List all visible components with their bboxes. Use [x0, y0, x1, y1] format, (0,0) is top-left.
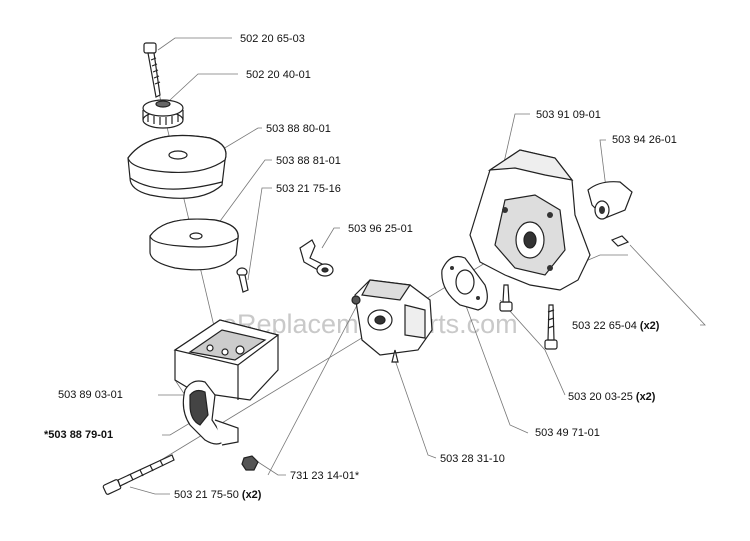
throttle-grip: [182, 380, 239, 446]
part-label-502-20-65-03: 502 20 65-03: [240, 33, 305, 45]
part-label-503-28-31-10: 503 28 31-10: [440, 453, 505, 465]
part-label-503-88-80-01: 503 88 80-01: [266, 123, 331, 135]
long-screw: [102, 454, 175, 495]
small-filter-screw: [236, 267, 249, 293]
carburetor: [351, 279, 433, 363]
top-screw: [143, 42, 161, 98]
part-label-503-49-71-01: 503 49 71-01: [535, 427, 600, 439]
part-label-503-21-75-16: 503 21 75-16: [276, 183, 341, 195]
part-label-503-94-26-01: 503 94 26-01: [612, 134, 677, 146]
knurled-knob: [142, 99, 184, 129]
part-label-503-96-25-01: 503 96 25-01: [348, 223, 413, 235]
air-filter-housing: [173, 319, 280, 401]
part-label-503-88-81-01: 503 88 81-01: [276, 155, 341, 167]
part-label-503-91-09-01: 503 91 09-01: [536, 109, 601, 121]
intake-screw-long: [544, 304, 558, 350]
part-label-503-22-65-04: 503 22 65-04 (x2): [572, 320, 660, 332]
filter-element: [149, 218, 239, 271]
hex-nut: [241, 455, 259, 471]
small-clip: [610, 235, 630, 247]
callout-labels: 502 20 65-03 502 20 40-01 503 88 80-01 5…: [44, 33, 677, 501]
carburetor-housing: [469, 149, 591, 291]
part-label-503-21-75-50: 503 21 75-50 (x2): [174, 489, 262, 501]
part-label-503-89-03-01: 503 89 03-01: [58, 389, 123, 401]
part-label-502-20-40-01: 502 20 40-01: [246, 69, 311, 81]
part-label-503-88-79-01: *503 88 79-01: [44, 429, 113, 441]
filter-cover: [127, 135, 227, 199]
part-label-503-20-03-25: 503 20 03-25 (x2): [568, 391, 656, 403]
gasket: [441, 255, 488, 311]
choke-knob: [587, 181, 633, 220]
choke-lever: [299, 239, 334, 277]
leader-lines: [119, 37, 706, 495]
intake-screw-short: [499, 284, 513, 312]
part-label-731-23-14-01: 731 23 14-01*: [290, 470, 360, 482]
